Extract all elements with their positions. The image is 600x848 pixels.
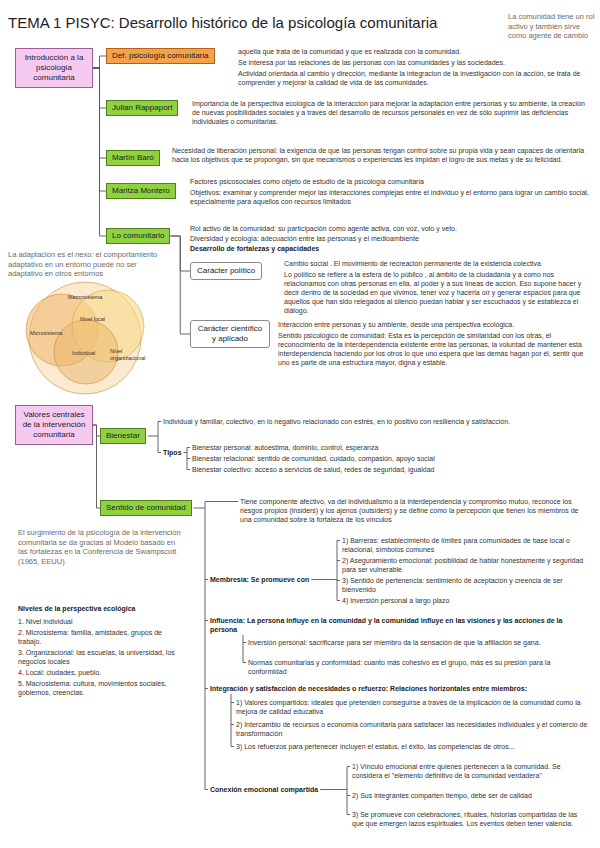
note-text: 1) Vínculo emocional entre quienes perte…	[352, 762, 590, 780]
box-text: Julian Rappaport	[112, 103, 172, 113]
note-text: 3) Sentido de pertenencia: sentimiento d…	[342, 576, 590, 594]
note-text: 2) Intercambio de recursos o economía co…	[236, 720, 590, 738]
venn-circle	[54, 320, 118, 384]
tree-connector	[93, 68, 106, 236]
note-text: Cambio social . El movimiento de recreac…	[284, 259, 541, 268]
note-text: Sentido psicológico de comunidad: Esta e…	[278, 331, 590, 367]
venn-label: Macrosistema	[68, 294, 102, 301]
note-text: 1) Barreras: establecimiento de límites …	[342, 536, 590, 554]
note-text: Influencia: La persona influye en la com…	[210, 616, 590, 634]
note-text: 3) Los refuerzos para pertenecer incluye…	[236, 742, 515, 751]
side-note: El surgimiento de la psicología de la in…	[18, 528, 183, 566]
note-text: 3. Organizacional: las escuelas, la univ…	[18, 648, 183, 666]
note-text: Necesidad de liberación personal: la exi…	[172, 146, 590, 164]
note-text: aquella que trata de la comunidad y que …	[238, 47, 461, 56]
venn-label: Nivel organizacional	[110, 348, 155, 361]
topic-box: Lo comunitario	[106, 228, 170, 244]
note-text: 5. Macrosistema: cultura, movimientos so…	[18, 679, 183, 697]
topic-box: Martín Baró	[106, 150, 160, 166]
note-text: Rol activo de la comunidad: su participa…	[190, 224, 457, 233]
bracket-line	[311, 541, 340, 601]
box-text: Carácter científico y aplicado	[197, 324, 263, 344]
note-text: 1. Nivel individual	[18, 617, 72, 626]
bracket-line	[148, 422, 161, 453]
box-text: Sentido de comunidad	[106, 503, 186, 513]
topic-box: Julian Rappaport	[106, 100, 178, 116]
note-text: 2) Sus integrantes comparten tiempo, deb…	[352, 791, 532, 800]
note-text: 3) Se promueve con celebraciones, ritual…	[352, 810, 590, 828]
note-text: 1) Valores compartidos: ideales que pret…	[236, 698, 590, 716]
note-text: 4. Local: ciudades, pueblo.	[18, 668, 101, 677]
bracket-line	[320, 767, 350, 815]
bracket-line	[243, 635, 246, 663]
box-text: Bienestar	[106, 431, 140, 441]
note-text: Factores psicosociales como objeto de es…	[190, 177, 424, 186]
topic-box: Sentido de comunidad	[100, 500, 192, 516]
note-text: Membresía: Se promueve con	[210, 575, 309, 584]
note-text: Actividad orientada al cambio y direcció…	[238, 69, 593, 87]
topic-box: Carácter político	[190, 262, 262, 280]
bracket-line	[231, 694, 234, 747]
section-box: Introducción a la psicología comunitaria	[15, 48, 93, 88]
topic-box: Bienestar	[100, 428, 146, 444]
note-text: Se interesa por las relaciones de las pe…	[238, 58, 505, 67]
note-text: Integración y satisfacción de necesidade…	[210, 684, 527, 693]
side-note: La adaptación es el nexo: el comportamie…	[8, 250, 173, 279]
tree-connector	[93, 425, 100, 508]
note-text: Niveles de la perspectiva ecológica	[18, 604, 136, 613]
venn-label: Nivel local	[80, 316, 105, 323]
topic-box: Carácter científico y aplicado	[190, 320, 270, 348]
note-text: Importancia de la perspectiva ecológica …	[192, 99, 590, 126]
note-text: 4) Inversión personal a largo plazo	[342, 596, 449, 605]
page-title: TEMA 1 PISYC: Desarrollo histórico de la…	[8, 14, 437, 31]
box-text: Valores centrales de la intervención com…	[20, 410, 88, 440]
note-text: Tipos	[163, 448, 182, 457]
note-text: Bienestar relacional: sentido de comunid…	[192, 454, 435, 463]
tree-connector	[170, 236, 190, 334]
note-text: Diversidad y ecología: adecuación entre …	[190, 234, 419, 243]
box-text: Introducción a la psicología comunitaria	[20, 53, 88, 83]
topic-box: Def. psicología comunitaria	[106, 48, 215, 64]
note-text: Objetivos: examinar y comprender mejor l…	[190, 188, 590, 206]
bracket-line	[184, 448, 190, 470]
box-text: Lo comunitario	[112, 231, 164, 241]
tree-connector	[93, 56, 106, 68]
note-text: Bienestar personal: autoestima, dominio,…	[192, 443, 378, 452]
note-text: Normas comunitarias y conformidad: cuant…	[248, 658, 590, 676]
section-box: Valores centrales de la intervención com…	[15, 405, 93, 445]
note-text: Bienestar colectivo: acceso a servicios …	[192, 465, 434, 474]
note-text: 2. Microsistema: familia, amistades, gru…	[18, 628, 183, 646]
note-text: 2) Aseguramiento emocional: posibilidad …	[342, 556, 590, 574]
bracket-line	[194, 502, 238, 790]
box-text: Martín Baró	[112, 153, 154, 163]
note-text: Desarrollo de fortalezas y capacidades	[190, 244, 319, 253]
note-text: Lo político se refiere a la esfera de lo…	[284, 270, 590, 315]
box-text: Maritza Montero	[112, 186, 170, 196]
note-text: Tiene componente afectivo, va del indivi…	[240, 497, 590, 524]
venn-label: Individual	[72, 350, 95, 357]
note-text: Conexión emocional compartida	[210, 785, 318, 794]
note-text: Interacción entre personas y su ambiente…	[278, 320, 514, 329]
box-text: Def. psicología comunitaria	[112, 51, 209, 61]
venn-label: Microsistema	[30, 330, 62, 337]
note-text: Individual y familiar, colectivo, en lo …	[163, 417, 510, 426]
side-note: La comunidad tiene un rol activo y tambi…	[508, 12, 596, 41]
note-text: Inversión personal: sacrificarse para se…	[248, 638, 541, 647]
topic-box: Maritza Montero	[106, 183, 176, 199]
box-text: Carácter político	[197, 266, 255, 276]
